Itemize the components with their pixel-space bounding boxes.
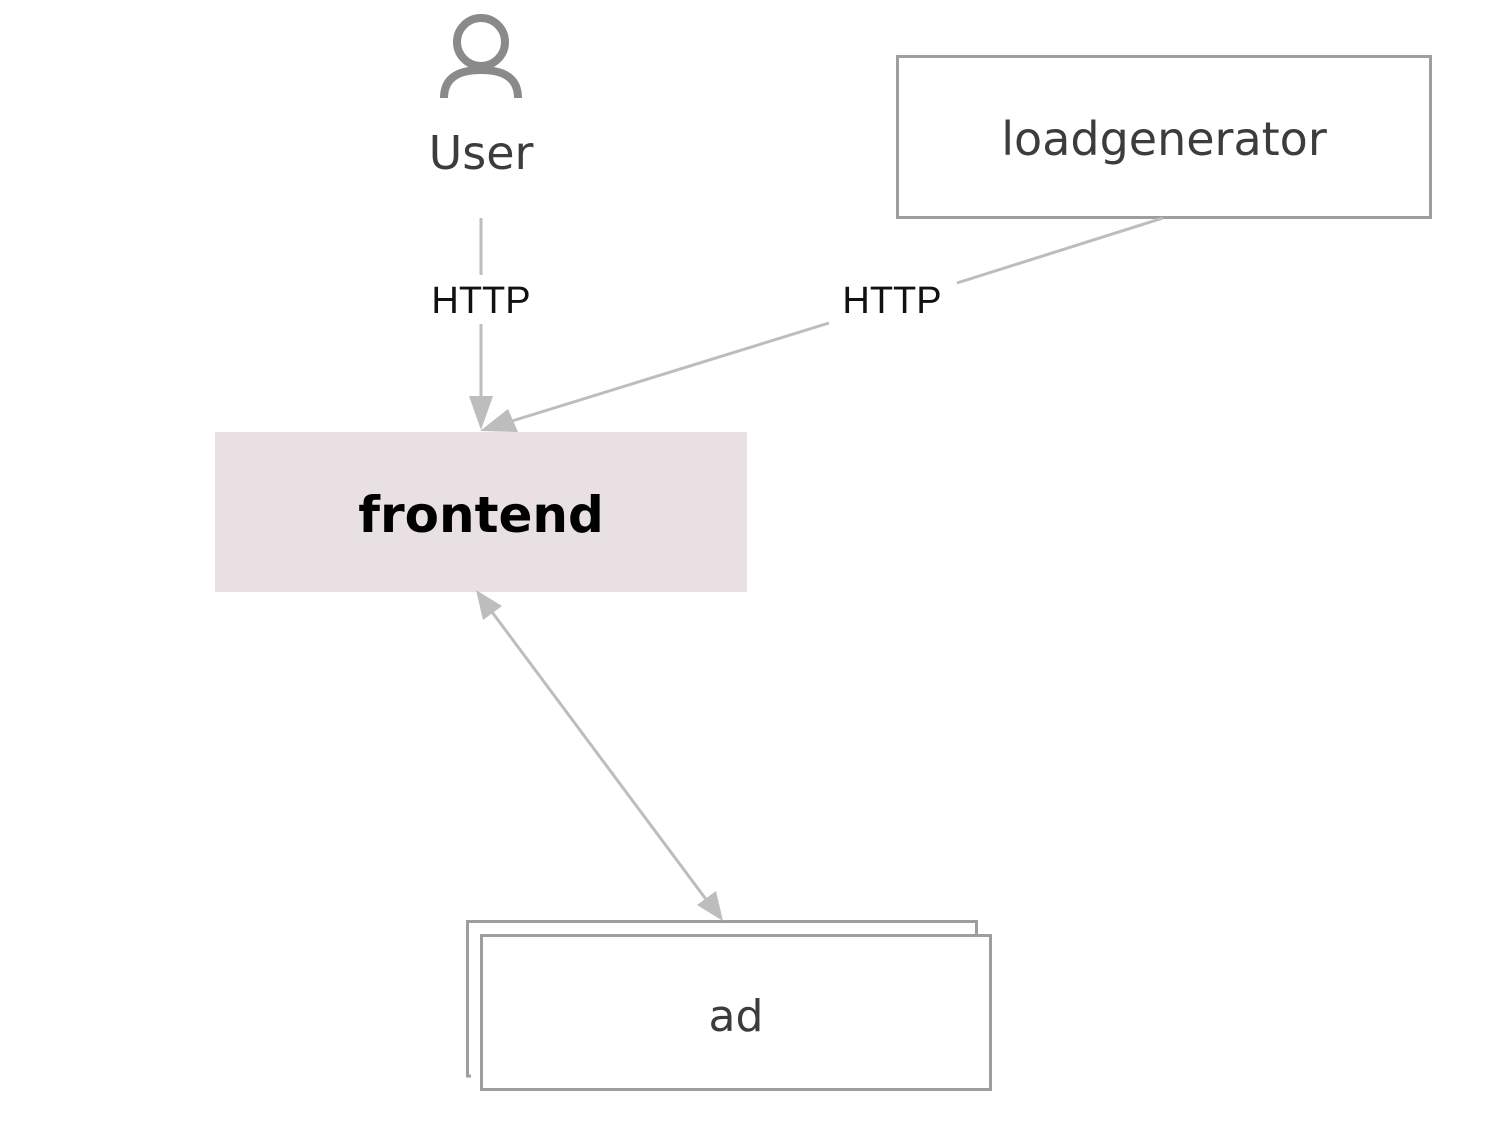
user-icon — [440, 14, 522, 99]
loadgenerator-node: loadgenerator — [896, 55, 1432, 219]
edge-user-frontend: HTTP — [431, 218, 531, 430]
frontend-box — [215, 432, 747, 592]
ad-box-front — [480, 934, 992, 1091]
loadgenerator-label: loadgenerator — [1001, 112, 1327, 166]
ad-label: ad — [709, 991, 764, 1042]
edge-frontend-ad — [476, 590, 723, 921]
arrowhead-to-ad — [697, 891, 723, 921]
edge-label-user-http: HTTP — [431, 280, 530, 322]
frontend-label: frontend — [358, 486, 604, 544]
ad-box-back — [466, 920, 978, 1078]
edge-label-loadgenerator-http: HTTP — [842, 280, 941, 322]
frontend-node: frontend — [215, 432, 747, 592]
edge-loadgenerator-frontend: HTTP — [480, 216, 1164, 432]
arrowhead-user-frontend — [469, 396, 493, 430]
user-label: User — [429, 126, 534, 180]
arrowhead-to-frontend — [476, 590, 502, 620]
ad-node: ad — [466, 920, 992, 1091]
arrowhead-loadgenerator-frontend — [480, 409, 518, 432]
loadgenerator-box — [896, 55, 1432, 219]
